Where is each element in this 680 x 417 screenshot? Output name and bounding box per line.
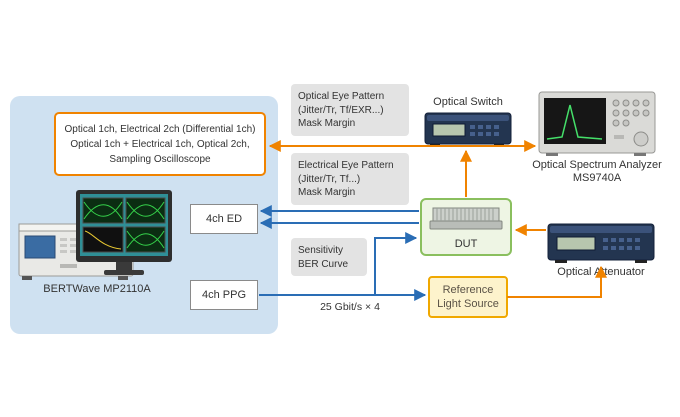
optical-eye-line-3: Mask Margin	[298, 118, 356, 129]
rls-line-1: Reference	[442, 283, 494, 296]
osa-label: Optical Spectrum Analyzer MS9740A	[528, 159, 666, 185]
ppg-box: 4ch PPG	[190, 280, 258, 310]
electrical-eye-line-3: Mask Margin	[298, 187, 356, 198]
sensitivity-note: Sensitivity BER Curve	[291, 238, 367, 276]
reference-light-source-box: Reference Light Source	[428, 276, 508, 318]
dut-box: DUT	[420, 198, 512, 256]
electrical-eye-note: Electrical Eye Pattern (Jitter/Tr, Tf...…	[291, 153, 409, 205]
sensitivity-line-1: Sensitivity	[298, 245, 344, 256]
electrical-eye-line-1: Electrical Eye Pattern	[298, 160, 394, 171]
rls-line-2: Light Source	[437, 298, 499, 310]
bertwave-label: BERTWave MP2110A	[43, 283, 151, 295]
optical-switch-image	[424, 112, 512, 147]
bertwave-monitor	[76, 190, 172, 275]
config-line-3: Sampling Oscilloscope	[109, 153, 211, 165]
dut-heatsink-image	[429, 207, 503, 230]
ed-box: 4ch ED	[190, 204, 258, 234]
arrow-ppg-to-dut	[374, 232, 418, 295]
bitrate-label: 25 Gbit/s × 4	[320, 301, 380, 313]
osa-image	[538, 91, 656, 156]
sensitivity-line-2: BER Curve	[298, 258, 349, 270]
osa-label-line-2: MS9740A	[572, 172, 622, 185]
optical-eye-line-1: Optical Eye Pattern	[298, 91, 385, 102]
optical-switch-label: Optical Switch	[433, 96, 503, 108]
config-box: Optical 1ch, Electrical 2ch (Differentia…	[54, 112, 266, 176]
bertwave-instrument-image	[18, 190, 172, 280]
config-line-1: Optical 1ch, Electrical 2ch (Differentia…	[64, 123, 256, 135]
optical-eye-note: Optical Eye Pattern (Jitter/Tr, Tf/EXR..…	[291, 84, 409, 136]
attenuator-image	[547, 223, 655, 263]
electrical-eye-line-2: (Jitter/Tr, Tf...)	[298, 173, 361, 185]
optical-eye-line-2: (Jitter/Tr, Tf/EXR...)	[298, 104, 384, 116]
dut-label: DUT	[454, 238, 478, 250]
config-line-2: Optical 1ch + Electrical 1ch, Optical 2c…	[70, 138, 250, 150]
attenuator-label: Optical Attenuator	[557, 266, 645, 278]
osa-label-line-1: Optical Spectrum Analyzer	[532, 159, 662, 171]
